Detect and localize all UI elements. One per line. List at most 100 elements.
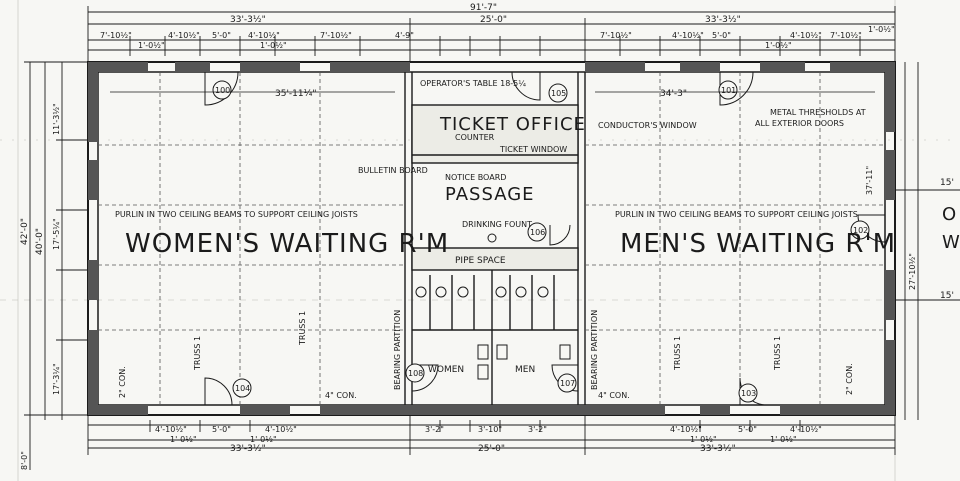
top-dimension-labels: 91'-7" 33'-3½" 25'-0" 33'-3½" 7'-10½" 4'… xyxy=(100,3,895,50)
dim-left-11: 11'-3½" xyxy=(52,103,61,135)
note-truss-c: TRUSS 1 xyxy=(673,336,682,371)
dim-left-17b: 17'-3¼" xyxy=(52,363,61,395)
door-tag-100: 100 xyxy=(215,86,230,95)
right-dimensions xyxy=(895,62,960,420)
dim-bot-k: 1'-0½" xyxy=(250,435,277,444)
note-truss-b: TRUSS 1 xyxy=(298,311,307,346)
dim-seg-g: 7'-10½" xyxy=(600,31,632,40)
dim-right-room-width: 34'-3" xyxy=(660,89,687,99)
dim-overall-left: 42'-0" xyxy=(20,218,30,245)
note-operators-table: OPERATOR'S TABLE 18-5¼ xyxy=(420,79,526,88)
door-tag-102: 102 xyxy=(853,226,868,235)
note-con-2-right: 2" CON. xyxy=(845,363,854,395)
dim-bot-e: 3'-10" xyxy=(478,425,502,434)
dim-seg-c: 5'-0" xyxy=(212,31,231,40)
dim-bot-m: 1'-0½" xyxy=(770,435,797,444)
dim-right-37: 37'-11" xyxy=(865,166,874,195)
room-ticket-office: TICKET OFFICE xyxy=(439,114,586,135)
note-ticket-window: TICKET WINDOW xyxy=(499,145,567,154)
dim-bot-h: 5'-0" xyxy=(738,425,757,434)
dim-bot-b: 5'-0" xyxy=(212,425,231,434)
dim-seg-i: 5'-0" xyxy=(712,31,731,40)
dim-edge-15b: 15' xyxy=(940,291,954,301)
interior-walls xyxy=(404,72,586,405)
door-tags: 100 105 101 104 102 103 108 107 106 xyxy=(212,80,870,403)
ceiling-grid xyxy=(98,72,885,405)
note-bulletin-board: BULLETIN BOARD xyxy=(358,166,428,175)
left-dimension-labels: 42'-0" 40'-0" 17'-5¼" 17'-3¼" 11'-3½" 8'… xyxy=(20,103,61,470)
note-conductors-window: CONDUCTOR'S WINDOW xyxy=(598,121,697,130)
note-drinking-fountain: DRINKING FOUNT xyxy=(462,220,532,229)
dim-seg-h: 4'-10½" xyxy=(672,31,704,40)
edge-letter-o: O xyxy=(942,204,957,225)
dim-seg-k: 7'-10½" xyxy=(830,31,862,40)
dim-seg-e: 7'-10½" xyxy=(320,31,352,40)
dim-seg-b: 4'-10½" xyxy=(168,31,200,40)
dim-edge-15a: 15' xyxy=(940,178,954,188)
door-swings xyxy=(204,71,886,406)
room-pipe-space: PIPE SPACE xyxy=(455,256,506,266)
dim-seg-j: 4'-10½" xyxy=(790,31,822,40)
dim-seg-o: 1'-0½" xyxy=(868,25,895,34)
dim-left-17a: 17'-5¼" xyxy=(52,218,61,250)
toilet-fixtures xyxy=(415,233,571,380)
note-purlin-right: PURLIN IN TWO CEILING BEAMS TO SUPPORT C… xyxy=(615,210,858,219)
dim-seg-m: 1'-0½" xyxy=(260,41,287,50)
top-dimensions xyxy=(87,6,896,62)
note-bearing-partition-right: BEARING PARTITION xyxy=(590,310,599,390)
note-bearing-partition-left: BEARING PARTITION xyxy=(393,310,402,390)
dim-right-wing-bottom: 33'-3½" xyxy=(700,444,736,454)
door-tag-106: 106 xyxy=(530,228,545,237)
right-dimension-labels: 27'-10½" 37'-11" 15' 15' O W xyxy=(865,166,960,301)
door-tag-104: 104 xyxy=(235,384,250,393)
door-tag-105: 105 xyxy=(551,89,566,98)
dim-left-40: 40'-0" xyxy=(35,228,45,255)
door-tag-107: 107 xyxy=(560,379,575,388)
dim-left-wing-bottom: 33'-3½" xyxy=(230,444,266,454)
door-tag-101: 101 xyxy=(721,86,736,95)
bottom-dimension-labels: 4'-10½" 5'-0" 4'-10½" 3'-2" 3'-10" 3'-2"… xyxy=(155,425,822,454)
dim-left-wing-top: 33'-3½" xyxy=(230,15,266,25)
bottom-dimensions xyxy=(87,415,896,455)
room-men: MEN xyxy=(515,365,535,375)
note-con-4-right: 4" CON. xyxy=(598,391,630,400)
dim-bot-d: 3'-2" xyxy=(425,425,444,434)
dim-bot-i: 4'-10½" xyxy=(790,425,822,434)
left-dimensions xyxy=(24,61,88,470)
dim-bot-j: 1'-0½" xyxy=(170,435,197,444)
dim-bot-f: 3'-2" xyxy=(528,425,547,434)
room-women: WOMEN xyxy=(428,365,464,375)
note-counter: COUNTER xyxy=(455,133,495,142)
edge-letter-w: W xyxy=(942,232,960,253)
room-womens-waiting: WOMEN'S WAITING R'M xyxy=(125,229,449,259)
door-tag-103: 103 xyxy=(741,389,756,398)
dim-right-27: 27'-10½" xyxy=(908,253,917,290)
dim-seg-l: 1'-0½" xyxy=(138,41,165,50)
room-mens-waiting: MEN'S WAITING R'M xyxy=(620,229,896,259)
dim-seg-n: 1'-0½" xyxy=(765,41,792,50)
note-truss-a: TRUSS 1 xyxy=(193,336,202,371)
door-tag-108: 108 xyxy=(408,369,423,378)
dim-bot-l: 1'-0½" xyxy=(690,435,717,444)
dim-overall-top: 91'-7" xyxy=(470,3,497,13)
dim-seg-a: 7'-10½" xyxy=(100,31,132,40)
dim-bot-a: 4'-10½" xyxy=(155,425,187,434)
dim-center-top: 25'-0" xyxy=(480,15,507,25)
note-notice-board: NOTICE BOARD xyxy=(445,173,506,182)
dim-seg-f: 4'-9" xyxy=(395,31,414,40)
dim-bot-c: 4'-10½" xyxy=(265,425,297,434)
note-con-2-left: 2" CON. xyxy=(118,366,127,398)
dim-left-8: 8'-0" xyxy=(20,451,29,470)
dim-right-wing-top: 33'-3½" xyxy=(705,15,741,25)
dim-seg-d: 4'-10½" xyxy=(248,31,280,40)
dim-left-room-width: 35'-11¼" xyxy=(275,89,317,99)
dim-bot-g: 4'-10½" xyxy=(670,425,702,434)
note-metal-thresholds-2: ALL EXTERIOR DOORS xyxy=(755,119,844,128)
note-con-4-left: 4" CON. xyxy=(325,391,357,400)
note-purlin-left: PURLIN IN TWO CEILING BEAMS TO SUPPORT C… xyxy=(115,210,358,219)
room-passage: PASSAGE xyxy=(445,184,535,205)
note-truss-d: TRUSS 1 xyxy=(773,336,782,371)
note-metal-thresholds-1: METAL THRESHOLDS AT xyxy=(770,108,866,117)
dim-center-bottom: 25'-0" xyxy=(478,444,505,454)
